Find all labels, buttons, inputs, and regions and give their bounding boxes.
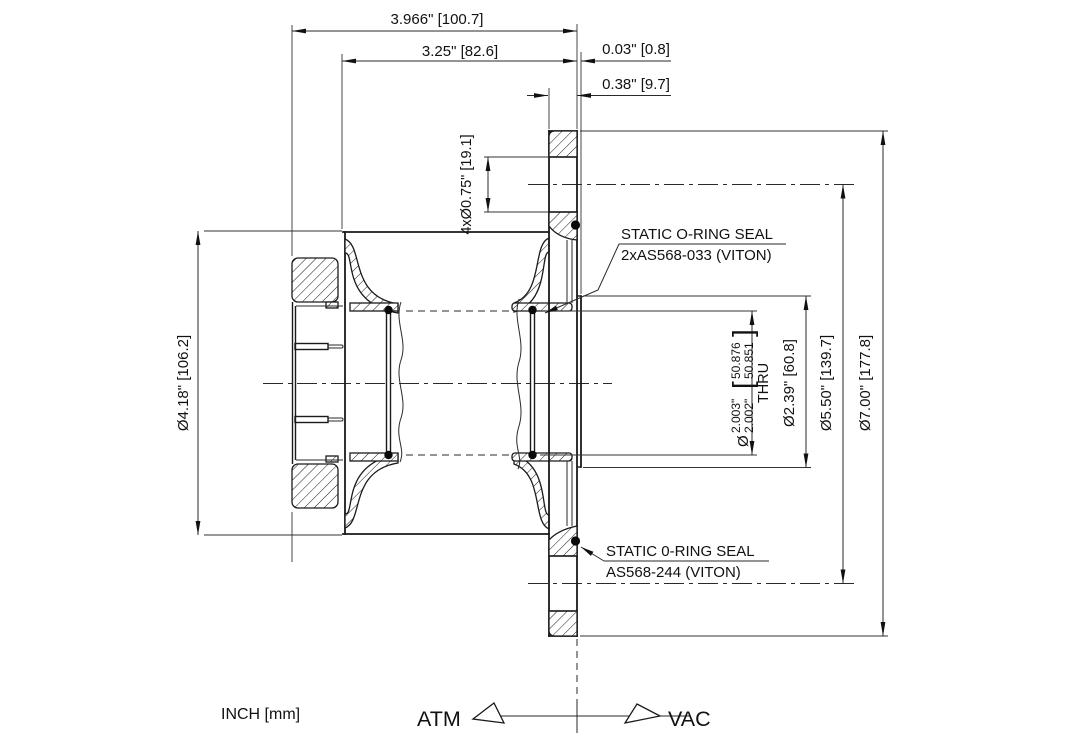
break-line-left (398, 301, 404, 463)
dim-bore-thru-text: THRU (756, 363, 772, 403)
dim-body-length: 3.25" [82.6] (342, 43, 577, 64)
dim-bore-mm-lower: 50.851 (742, 342, 756, 379)
sleeve-seat-bottom-right (511, 452, 573, 462)
seal-bottom-label-line1: STATIC 0-RING SEAL (606, 543, 755, 560)
break-line-right (516, 298, 522, 470)
dim-flange-od: Ø7.00" [177.8] (857, 131, 886, 636)
dim-bolt-holes-text: 4xØ0.75" [19.1] (459, 134, 475, 234)
dim-bolt-circle-text: Ø5.50" [139.7] (818, 335, 835, 431)
neck-wall-bottom-left (344, 453, 399, 529)
dim-face-lip: 0.03" [0.8] (581, 41, 671, 64)
centerlines (263, 184, 858, 701)
atm-flow-triangle (471, 702, 506, 724)
seal-top-label-line2: 2xAS568-033 (VITON) (621, 247, 772, 264)
sleeve-seat-bottom-left (349, 452, 399, 462)
vac-side-label: VAC (668, 707, 711, 731)
dim-body-od: Ø4.18" [106.2] (175, 231, 201, 535)
dim-flange-thickness: 0.38" [9.7] (527, 76, 671, 98)
connector-pin-1 (294, 342, 344, 351)
callout-seal-top: STATIC O-RING SEAL 2xAS568-033 (VITON) (544, 226, 786, 314)
o-ring-dot-sleeve-bottom-right (528, 450, 537, 460)
dim-body-od-text: Ø4.18" [106.2] (175, 335, 192, 431)
mounting-flange (548, 130, 582, 637)
o-ring-dot-sleeve-top-right (528, 305, 537, 315)
o-ring-dot-face-bottom (570, 536, 581, 546)
left-clamp-block-top (291, 257, 339, 303)
dim-body-length-text: 3.25" [82.6] (422, 43, 498, 60)
vac-flow-triangle (623, 703, 662, 724)
dim-bore-mm-upper: 50.876 (729, 342, 743, 379)
seal-top-leader (544, 243, 620, 314)
callout-seal-bottom: STATIC 0-RING SEAL AS568-244 (VITON) (580, 543, 769, 581)
dim-bolt-holes: 4xØ0.75" [19.1] (459, 134, 491, 235)
face-hub-lip (577, 295, 582, 468)
sleeve-seat-top-right (511, 302, 573, 312)
connector-pin-2 (294, 415, 344, 424)
neck-wall-top-right (513, 237, 550, 313)
dim-bore: Ø 2.003" 2.002" [ 50.876 50.851 ] THRU (727, 311, 772, 455)
dim-flange-thickness-text: 0.38" [9.7] (602, 76, 670, 93)
o-ring-dot-face-top (570, 220, 581, 230)
dim-bore-bracket-close: ] (727, 329, 758, 337)
dim-bore-inch-lower: 2.002" (742, 399, 756, 433)
dim-bore-inch-upper: 2.003" (729, 399, 743, 433)
dim-face-lip-text: 0.03" [0.8] (602, 41, 670, 58)
atm-vac-interface-symbol: ATM VAC (417, 701, 711, 733)
bolt-hole-top (549, 156, 577, 213)
o-ring-dot-sleeve-bottom-left (384, 450, 393, 460)
seal-top-label-line1: STATIC O-RING SEAL (621, 226, 773, 243)
left-clamp-tab-top (325, 301, 339, 309)
atm-side-label: ATM (417, 707, 461, 731)
dim-bore-bracket-open: [ (727, 381, 758, 389)
bolt-hole-bottom (549, 555, 577, 612)
neck-wall-top-left (344, 238, 399, 314)
footer-annotations: INCH [mm] ATM VAC (221, 701, 711, 733)
left-clamp-block-bottom (291, 463, 339, 509)
dim-bore-diameter-symbol: Ø (735, 435, 752, 447)
dim-counterbore-text: Ø2.39" [60.8] (781, 339, 798, 427)
dim-overall-length: 3.966" [100.7] (292, 11, 577, 34)
dim-bolt-circle: Ø5.50" [139.7] (818, 184, 846, 584)
sleeve-seat-top-left (349, 302, 399, 312)
bore-sleeve (385, 310, 536, 455)
dim-flange-od-text: Ø7.00" [177.8] (857, 335, 874, 431)
dimensions: 3.966" [100.7] 3.25" [82.6] 0.03" [0.8] … (175, 11, 888, 637)
dim-overall-length-text: 3.966" [100.7] (391, 11, 484, 28)
left-clamp-tab-bottom (325, 455, 339, 463)
units-note: INCH [mm] (221, 706, 300, 723)
seal-bottom-label-line2: AS568-244 (VITON) (606, 564, 741, 581)
o-ring-dot-sleeve-top-left (384, 305, 393, 315)
dim-counterbore: Ø2.39" [60.8] (781, 296, 809, 468)
